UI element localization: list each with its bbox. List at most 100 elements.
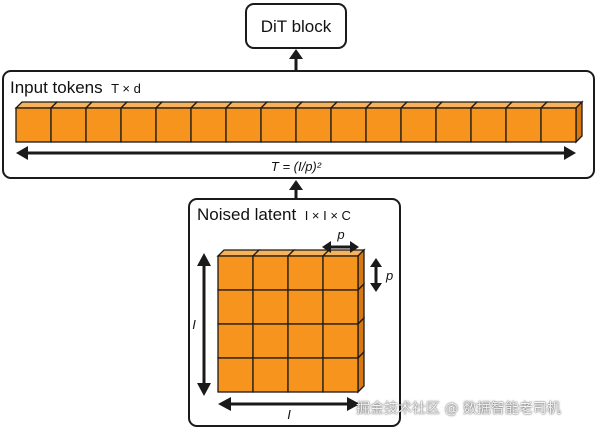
token-cube-top [119, 101, 164, 109]
patch-height-head-bottom [370, 283, 382, 292]
latent-patch-top [286, 249, 331, 257]
token-cube-top [294, 101, 339, 109]
patch-height-head-top [370, 258, 382, 267]
token-cube-face [15, 107, 52, 143]
patch-width-arrow [322, 241, 359, 253]
token-cube [399, 101, 444, 143]
token-cube-top [154, 101, 199, 109]
noised-latent-panel: Noised latent I × I × C p p I [188, 198, 401, 427]
token-cube-face [50, 107, 87, 143]
latent-patch [322, 323, 359, 359]
token-cube-face [330, 107, 367, 143]
token-cube [434, 101, 479, 143]
latent-height-arrow [197, 253, 211, 396]
latent-width-head-right [347, 397, 360, 411]
token-cube-face [225, 107, 262, 143]
arrow-tokens-to-dit-head [289, 49, 303, 59]
token-cube [84, 101, 129, 143]
token-cube [259, 101, 304, 143]
dit-block-box [245, 3, 347, 49]
token-cube [364, 101, 409, 143]
token-cube-top [469, 101, 514, 109]
latent-patch [252, 289, 289, 325]
dit-block: DiT block [245, 3, 347, 49]
token-cube-top [364, 101, 409, 109]
token-cube-top [84, 101, 129, 109]
patch-width-head-right [350, 241, 359, 253]
noised-latent-dims: I × I × C [305, 208, 351, 223]
latent-patch [217, 357, 254, 393]
latent-height-label: I [192, 317, 196, 332]
token-cube-face [120, 107, 157, 143]
input-tokens-panel: Input tokens T × d T = (I/p)² [2, 70, 595, 179]
token-cube [189, 101, 234, 143]
token-cube-top [14, 101, 59, 109]
latent-width-label: I [287, 407, 291, 422]
latent-patch-top [251, 249, 296, 257]
arrow-latent-to-tokens [289, 180, 303, 198]
latent-patch [287, 323, 324, 359]
token-cube-top [399, 101, 444, 109]
token-length-head-left [16, 146, 28, 160]
latent-width-head-left [218, 397, 231, 411]
arrow-latent-to-tokens-head [289, 180, 303, 190]
token-cube-top [329, 101, 374, 109]
token-cube-face [365, 107, 402, 143]
latent-patch [217, 255, 254, 291]
latent-patch-side [357, 350, 365, 394]
token-cube [14, 101, 59, 143]
token-cube-face [295, 107, 332, 143]
token-cube-face [505, 107, 542, 143]
latent-patch [287, 255, 324, 291]
latent-patch [252, 323, 289, 359]
patch-height-arrow [370, 258, 382, 292]
latent-patch [287, 289, 324, 325]
latent-grid [216, 248, 366, 394]
latent-width-arrow [218, 397, 360, 411]
token-length-label: T = (I/p)² [271, 159, 322, 174]
input-tokens-title: Input tokens [10, 78, 103, 97]
latent-patch [217, 289, 254, 325]
latent-patch [322, 289, 359, 325]
token-cube [504, 101, 549, 143]
arrow-tokens-to-dit [289, 49, 303, 70]
token-cube-top [434, 101, 479, 109]
latent-patch [217, 323, 254, 359]
token-cube [224, 101, 269, 143]
token-cube [539, 100, 584, 144]
latent-patch-top [216, 249, 261, 257]
patch-width-head-left [322, 241, 331, 253]
token-cube-face [470, 107, 507, 143]
patch-height-label: p [385, 268, 393, 283]
token-row [14, 100, 584, 144]
token-cube-face [435, 107, 472, 143]
token-cube-face [260, 107, 297, 143]
token-cube-face [540, 107, 577, 143]
latent-height-head-bottom [197, 383, 211, 396]
latent-patch [322, 357, 359, 393]
token-cube [469, 101, 514, 143]
latent-patch [252, 255, 289, 291]
token-length-arrow [16, 146, 576, 160]
token-cube-face [190, 107, 227, 143]
token-cube-top [189, 101, 234, 109]
noised-latent-title: Noised latent [197, 205, 297, 224]
latent-height-head-top [197, 253, 211, 266]
dit-block-label: DiT block [261, 17, 332, 36]
token-cube-face [155, 107, 192, 143]
token-cube-top [49, 101, 94, 109]
noised-latent-heading: Noised latent I × I × C [197, 205, 351, 224]
token-cube [154, 101, 199, 143]
token-cube-top [504, 101, 549, 109]
token-length-head-right [564, 146, 576, 160]
token-cube-top [224, 101, 269, 109]
token-cube-face [400, 107, 437, 143]
token-cube-face [85, 107, 122, 143]
latent-patch [322, 255, 359, 291]
patch-width-label: p [336, 227, 344, 242]
input-tokens-dims: T × d [111, 81, 141, 96]
input-tokens-heading: Input tokens T × d [10, 78, 141, 97]
token-cube-top [259, 101, 304, 109]
watermark: 掘金技术社区 @ 数据智能老司机 [356, 401, 561, 417]
